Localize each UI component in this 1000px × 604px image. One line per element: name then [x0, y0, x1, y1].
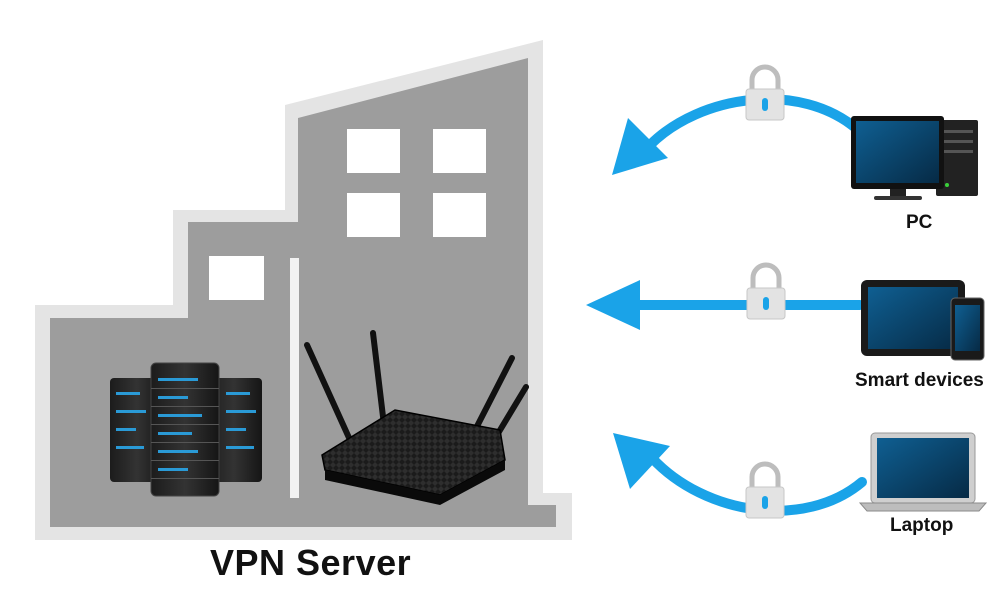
lock-icon	[745, 461, 785, 519]
building-window	[347, 193, 400, 237]
arrowhead-pc	[612, 118, 668, 175]
arrowhead-smart	[586, 280, 640, 330]
router-icon	[304, 330, 529, 505]
building-window	[433, 193, 486, 237]
laptop-label: Laptop	[890, 515, 954, 536]
server-rack-icon	[110, 362, 262, 497]
smart-devices-label: Smart devices	[855, 370, 984, 391]
vpn-server-label: VPN Server	[210, 542, 412, 583]
pc-label: PC	[906, 212, 933, 233]
building-window	[347, 129, 400, 173]
desktop-pc-icon	[851, 116, 978, 200]
building-divider	[290, 258, 299, 498]
phone-icon	[950, 297, 985, 361]
laptop-icon	[858, 432, 988, 512]
lock-icon	[745, 64, 785, 121]
arrowhead-laptop	[613, 433, 670, 489]
building-window	[433, 129, 486, 173]
building-window	[209, 256, 264, 300]
arrowheads	[586, 118, 670, 489]
tablet-icon	[861, 280, 965, 356]
lock-icon	[746, 262, 786, 320]
